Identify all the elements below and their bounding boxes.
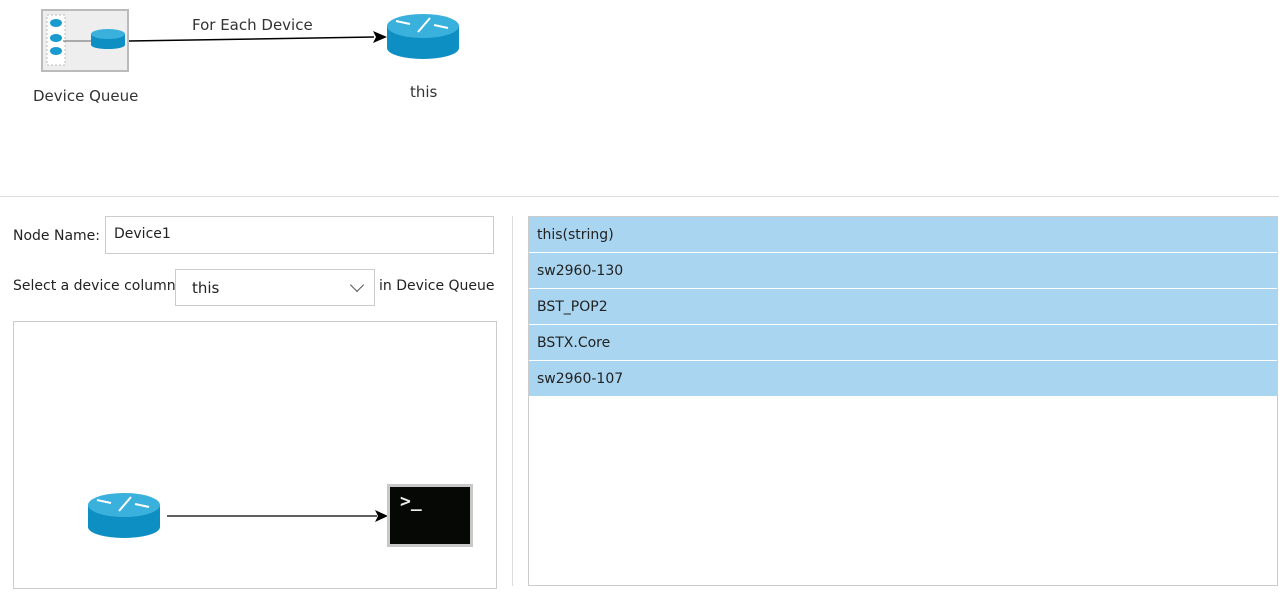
edge-label: For Each Device xyxy=(192,16,313,34)
connection-arrow xyxy=(167,510,388,522)
list-item[interactable]: sw2960-107 xyxy=(529,361,1277,397)
list-item[interactable]: BST_POP2 xyxy=(529,289,1277,325)
list-header[interactable]: this(string) xyxy=(529,217,1277,253)
device-queue-icon xyxy=(46,14,125,66)
flow-arrow xyxy=(129,31,387,43)
device-list: this(string) sw2960-130 BST_POP2 BSTX.Co… xyxy=(528,216,1278,586)
terminal-prompt: >_ xyxy=(400,491,422,512)
chevron-down-icon xyxy=(349,277,365,293)
node-name-label: Node Name: xyxy=(13,228,101,244)
select-value: this xyxy=(192,279,220,297)
device-queue-label: Device Queue xyxy=(33,87,139,105)
target-label: this xyxy=(410,83,438,101)
router-icon xyxy=(88,493,160,538)
select-suffix-label: in Device Queue xyxy=(379,278,495,294)
router-icon[interactable] xyxy=(386,12,460,62)
divider xyxy=(0,196,1279,197)
list-item[interactable]: BSTX.Core xyxy=(529,325,1277,361)
list-item[interactable]: sw2960-130 xyxy=(529,253,1277,289)
select-prefix-label: Select a device column xyxy=(13,278,176,294)
device-column-select[interactable]: this xyxy=(175,269,375,306)
node-name-input[interactable]: Device1 xyxy=(105,216,494,254)
preview-canvas: >_ xyxy=(13,321,497,589)
device-queue-node[interactable] xyxy=(41,9,129,72)
terminal-icon[interactable]: >_ xyxy=(387,484,473,547)
vertical-divider xyxy=(512,216,513,586)
